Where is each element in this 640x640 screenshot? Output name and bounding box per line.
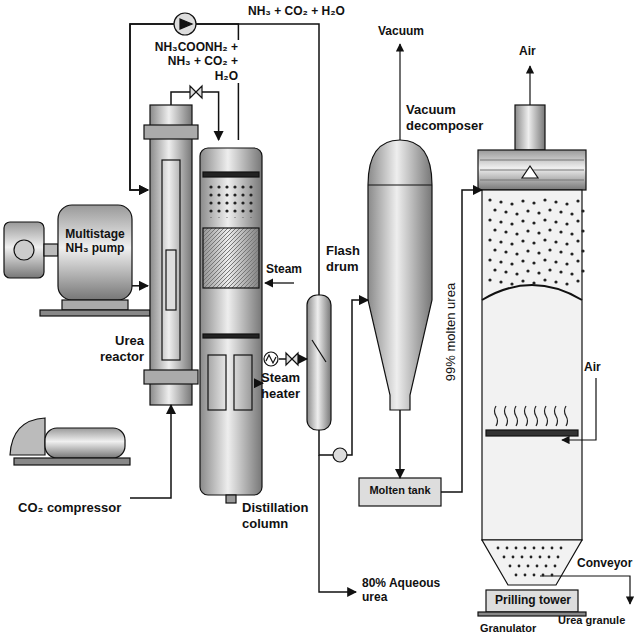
recycle-pump [174,13,196,35]
equipment-node: Prilling tower [482,150,582,615]
equipment-node: Steam heater [263,351,279,367]
valve [286,353,298,365]
reactor-drawing [144,105,198,405]
annotation-label: Granulator [480,622,536,635]
equipment-label: Multistage NH₃ pump [62,227,128,256]
equipment-label: CO₂ compressor [18,500,168,516]
equipment-label: Molten tank [361,484,439,497]
annotation-label: Conveyor [577,556,632,570]
equipment-node: Urea reactor [148,105,194,405]
equipment-node: CO₂ compressor [10,415,130,519]
column-drawing [200,148,262,503]
annotation-label: Steam [266,262,302,276]
stream-label: 99% molten urea [443,281,459,383]
heater-drawing [264,352,278,366]
prilling-tower-drawing [478,66,630,616]
steam-arrow [265,282,294,283]
process-line [399,410,401,478]
process-line [171,92,219,140]
equipment-node: Vacuum decomposer [368,140,432,410]
stream-label: NH₃ + CO₂ + H₂O [246,4,347,18]
aqueous-urea-line [319,455,356,592]
equipment-node: Distillation column [200,140,262,534]
annotation-label: Air [584,360,601,374]
equipment-label: Steam heater [261,370,311,401]
molten-tank-drawing [359,478,441,506]
stream-label: NH₃COONH₂ + NH₃ + CO₂ + H₂O [140,40,240,83]
process-line [441,190,482,492]
valve [190,86,202,98]
equipment-label: Vacuum decomposer [406,102,494,133]
annotation-label: Vacuum [378,24,424,38]
annotation-label: Air [519,44,536,58]
process-line [130,24,319,295]
equipment-node: Flash drum [307,295,331,430]
equipment-label: Distillation column [242,500,327,531]
transfer-pump [333,448,347,462]
decomposer-drawing [368,44,432,410]
equipment-node: Multistage NH₃ pump [58,205,132,300]
process-line [319,300,368,455]
process-line [132,285,148,287]
nh3-pump-drawing [4,205,150,316]
compressor-drawing [10,418,130,465]
flash-drum-drawing [307,295,331,430]
annotation-label: Urea granule [558,614,625,627]
equipment-label: Prilling tower [488,593,578,607]
equipment-label: Urea reactor [98,333,144,364]
equipment-label: Flash drum [326,243,374,274]
process-line [130,405,171,498]
annotation-label: 80% Aqueous urea [362,576,454,605]
equipment-node: Molten tank [359,478,441,506]
